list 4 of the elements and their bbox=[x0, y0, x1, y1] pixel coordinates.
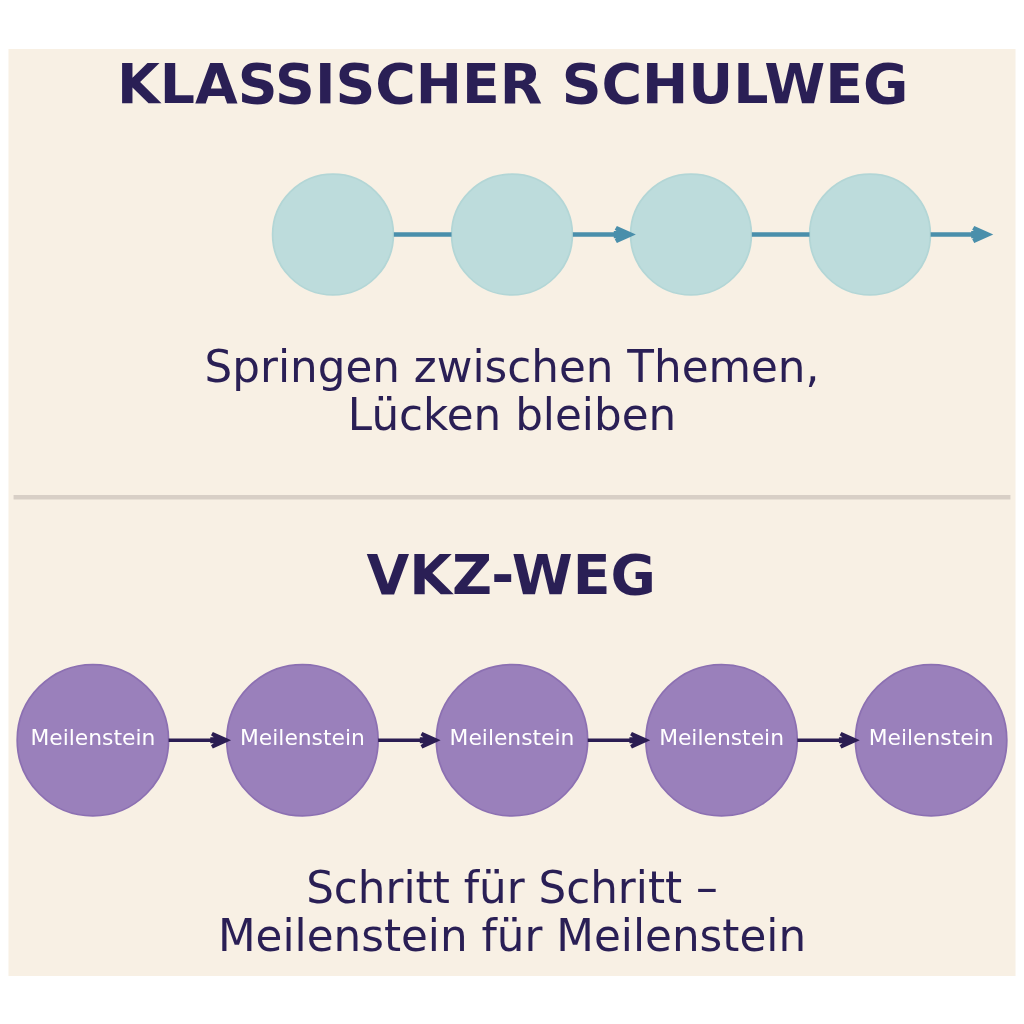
label: Springen zwischen Themen, Lücken bleiben bbox=[204, 340, 820, 440]
label: VKZ-WEG bbox=[366, 542, 656, 607]
label: Schritt für Schritt – Meilenstein für Meilenstein bbox=[217, 861, 807, 961]
label: KLASSISCHER SCHULWEG bbox=[116, 51, 909, 116]
